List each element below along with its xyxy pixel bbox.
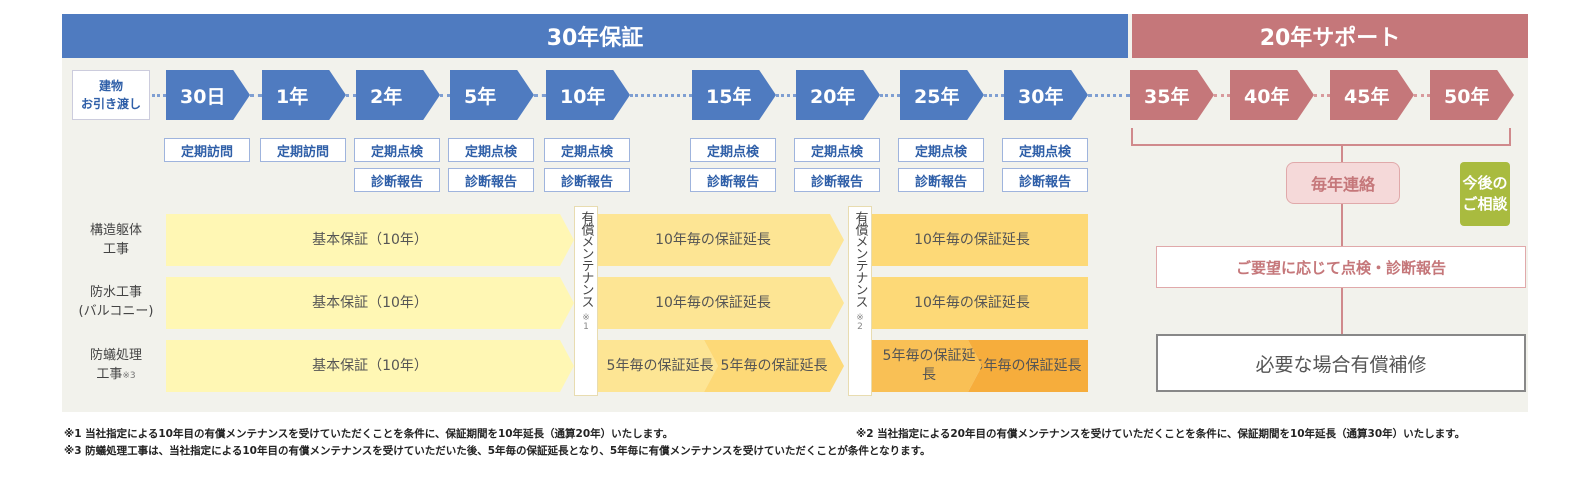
paid-maintenance-1: 有償メンテナンス ※1 xyxy=(574,206,598,396)
handover-line2: お引き渡し xyxy=(80,97,141,111)
base-warranty-bar: 基本保証（10年） xyxy=(166,214,574,266)
milestone-3: 5年 xyxy=(450,70,534,120)
milestone-8: 30年 xyxy=(1004,70,1088,120)
extension-bar: 10年毎の保証延長 xyxy=(856,214,1088,266)
support-header: 20年サポート xyxy=(1132,14,1528,58)
milestone-support-3: 50年 xyxy=(1430,70,1514,120)
row-label-termite: 防蟻処理工事※3 xyxy=(68,340,164,392)
row-label-line: (バルコニー) xyxy=(78,304,154,319)
inspection-label: 定期訪問 xyxy=(260,138,346,162)
row-label-line: 工事 xyxy=(96,367,123,382)
timeline-dots xyxy=(630,94,692,97)
timeline-dots xyxy=(1414,94,1430,97)
inspection-label: 診断報告 xyxy=(690,168,776,192)
footnote-ref: ※1 xyxy=(581,313,591,331)
milestone-support-1: 40年 xyxy=(1230,70,1314,120)
inspection-label: 定期点検 xyxy=(690,138,776,162)
paid-repair-box: 必要な場合有償補修 xyxy=(1156,334,1526,392)
row-label-structure: 構造躯体工事 xyxy=(68,214,164,266)
timeline-dots xyxy=(1088,94,1130,97)
base-warranty-bar: 基本保証（10年） xyxy=(166,277,574,329)
row-label-waterproof: 防水工事 (バルコニー) xyxy=(68,276,164,328)
milestone-7: 25年 xyxy=(900,70,984,120)
milestone-support-0: 35年 xyxy=(1130,70,1214,120)
extension-bar-5y: 5年毎の保証延長 xyxy=(968,340,1088,392)
footnote-1: ※1 当社指定による10年目の有償メンテナンスを受けていただくことを条件に、保証… xyxy=(64,428,674,440)
inspection-label: 診断報告 xyxy=(898,168,984,192)
handover-line1: 建物 xyxy=(98,79,123,93)
extension-bar: 10年毎の保証延長 xyxy=(856,277,1088,329)
connector-line xyxy=(1341,146,1343,336)
base-warranty-bar: 基本保証（10年） xyxy=(166,340,574,392)
milestone-6: 20年 xyxy=(796,70,880,120)
extension-bar: 10年毎の保証延長 xyxy=(582,277,844,329)
inspection-label: 定期点検 xyxy=(544,138,630,162)
inspection-label: 診断報告 xyxy=(794,168,880,192)
timeline-dots xyxy=(1314,94,1330,97)
annual-contact-badge: 毎年連絡 xyxy=(1286,162,1400,204)
milestone-4: 10年 xyxy=(546,70,630,120)
inspection-label: 定期点検 xyxy=(794,138,880,162)
row-label-line: 防水工事 xyxy=(89,285,142,300)
timeline-dots xyxy=(984,94,1004,97)
timeline-dots xyxy=(776,94,796,97)
inspection-label: 診断報告 xyxy=(544,168,630,192)
milestone-5: 15年 xyxy=(692,70,776,120)
extension-bar: 10年毎の保証延長 xyxy=(582,214,844,266)
inspection-label: 診断報告 xyxy=(448,168,534,192)
support-bracket xyxy=(1131,128,1511,146)
inspection-label: 定期点検 xyxy=(354,138,440,162)
milestone-1: 1年 xyxy=(262,70,346,120)
footnote-ref: ※3 xyxy=(122,371,136,381)
timeline-dots xyxy=(440,94,450,97)
warranty-header: 30年保証 xyxy=(62,14,1128,58)
handover-box: 建物 お引き渡し xyxy=(72,70,150,120)
row-label-line: 構造躯体 xyxy=(89,223,142,238)
paid-maintenance-2: 有償メンテナンス ※2 xyxy=(848,206,872,396)
inspection-label: 診断報告 xyxy=(354,168,440,192)
timeline-dots xyxy=(152,94,166,97)
timeline-dots xyxy=(1214,94,1230,97)
timeline-dots xyxy=(880,94,900,97)
maintenance-label: 有償メンテナンス xyxy=(578,211,594,307)
inspection-on-request-box: ご要望に応じて点検・診断報告 xyxy=(1156,246,1526,288)
extension-bar-5y: 5年毎の保証延長 xyxy=(582,340,718,392)
inspection-label: 定期訪問 xyxy=(164,138,250,162)
row-label-line: 工事 xyxy=(102,242,129,257)
milestone-0: 30日 xyxy=(166,70,250,120)
inspection-label: 定期点検 xyxy=(1002,138,1088,162)
footnote-3: ※3 防蟻処理工事は、当社指定による10年目の有償メンテナンスを受けていただいた… xyxy=(64,445,931,457)
inspection-label: 定期点検 xyxy=(448,138,534,162)
timeline-dots xyxy=(534,94,546,97)
milestone-2: 2年 xyxy=(356,70,440,120)
row-label-line: 防蟻処理 xyxy=(89,348,142,363)
timeline-dots xyxy=(346,94,356,97)
maintenance-label: 有償メンテナンス xyxy=(852,211,868,307)
milestone-support-2: 45年 xyxy=(1330,70,1414,120)
extension-bar-5y: 5年毎の保証延長 xyxy=(856,340,982,392)
consultation-badge: 今後のご相談 xyxy=(1460,162,1510,226)
footnote-2: ※2 当社指定による20年目の有償メンテナンスを受けていただくことを条件に、保証… xyxy=(856,428,1466,440)
footnote-ref: ※2 xyxy=(855,313,865,331)
inspection-label: 定期点検 xyxy=(898,138,984,162)
timeline-dots xyxy=(250,94,262,97)
extension-bar-5y: 5年毎の保証延長 xyxy=(704,340,844,392)
inspection-label: 診断報告 xyxy=(1002,168,1088,192)
